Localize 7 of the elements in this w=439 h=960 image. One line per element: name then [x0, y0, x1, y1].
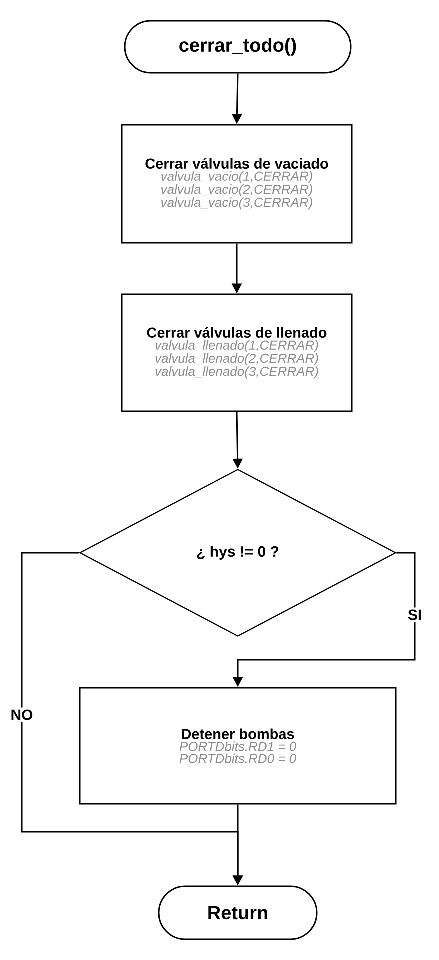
- edge-label: SI: [406, 608, 424, 622]
- process-box: Cerrar válvulas de vaciado valvula_vacio(1,CERRAR) valvula_vacio(2,CERRAR) valvula_vacio(3,CERRAR): [121, 124, 353, 244]
- terminal-box: cerrar_todo(): [124, 20, 352, 74]
- process-box: Cerrar válvulas de llenado valvula_llenado(1,CERRAR) valvula_llenado(2,CERRAR) valvula_llenado(3,CERRAR): [121, 294, 353, 412]
- terminal-box: Return: [158, 886, 318, 940]
- edge-label: NO: [8, 708, 36, 722]
- process-box: Detener bombas PORTDbits.RD1 = 0 PORTDbits.RD0 = 0: [79, 687, 397, 805]
